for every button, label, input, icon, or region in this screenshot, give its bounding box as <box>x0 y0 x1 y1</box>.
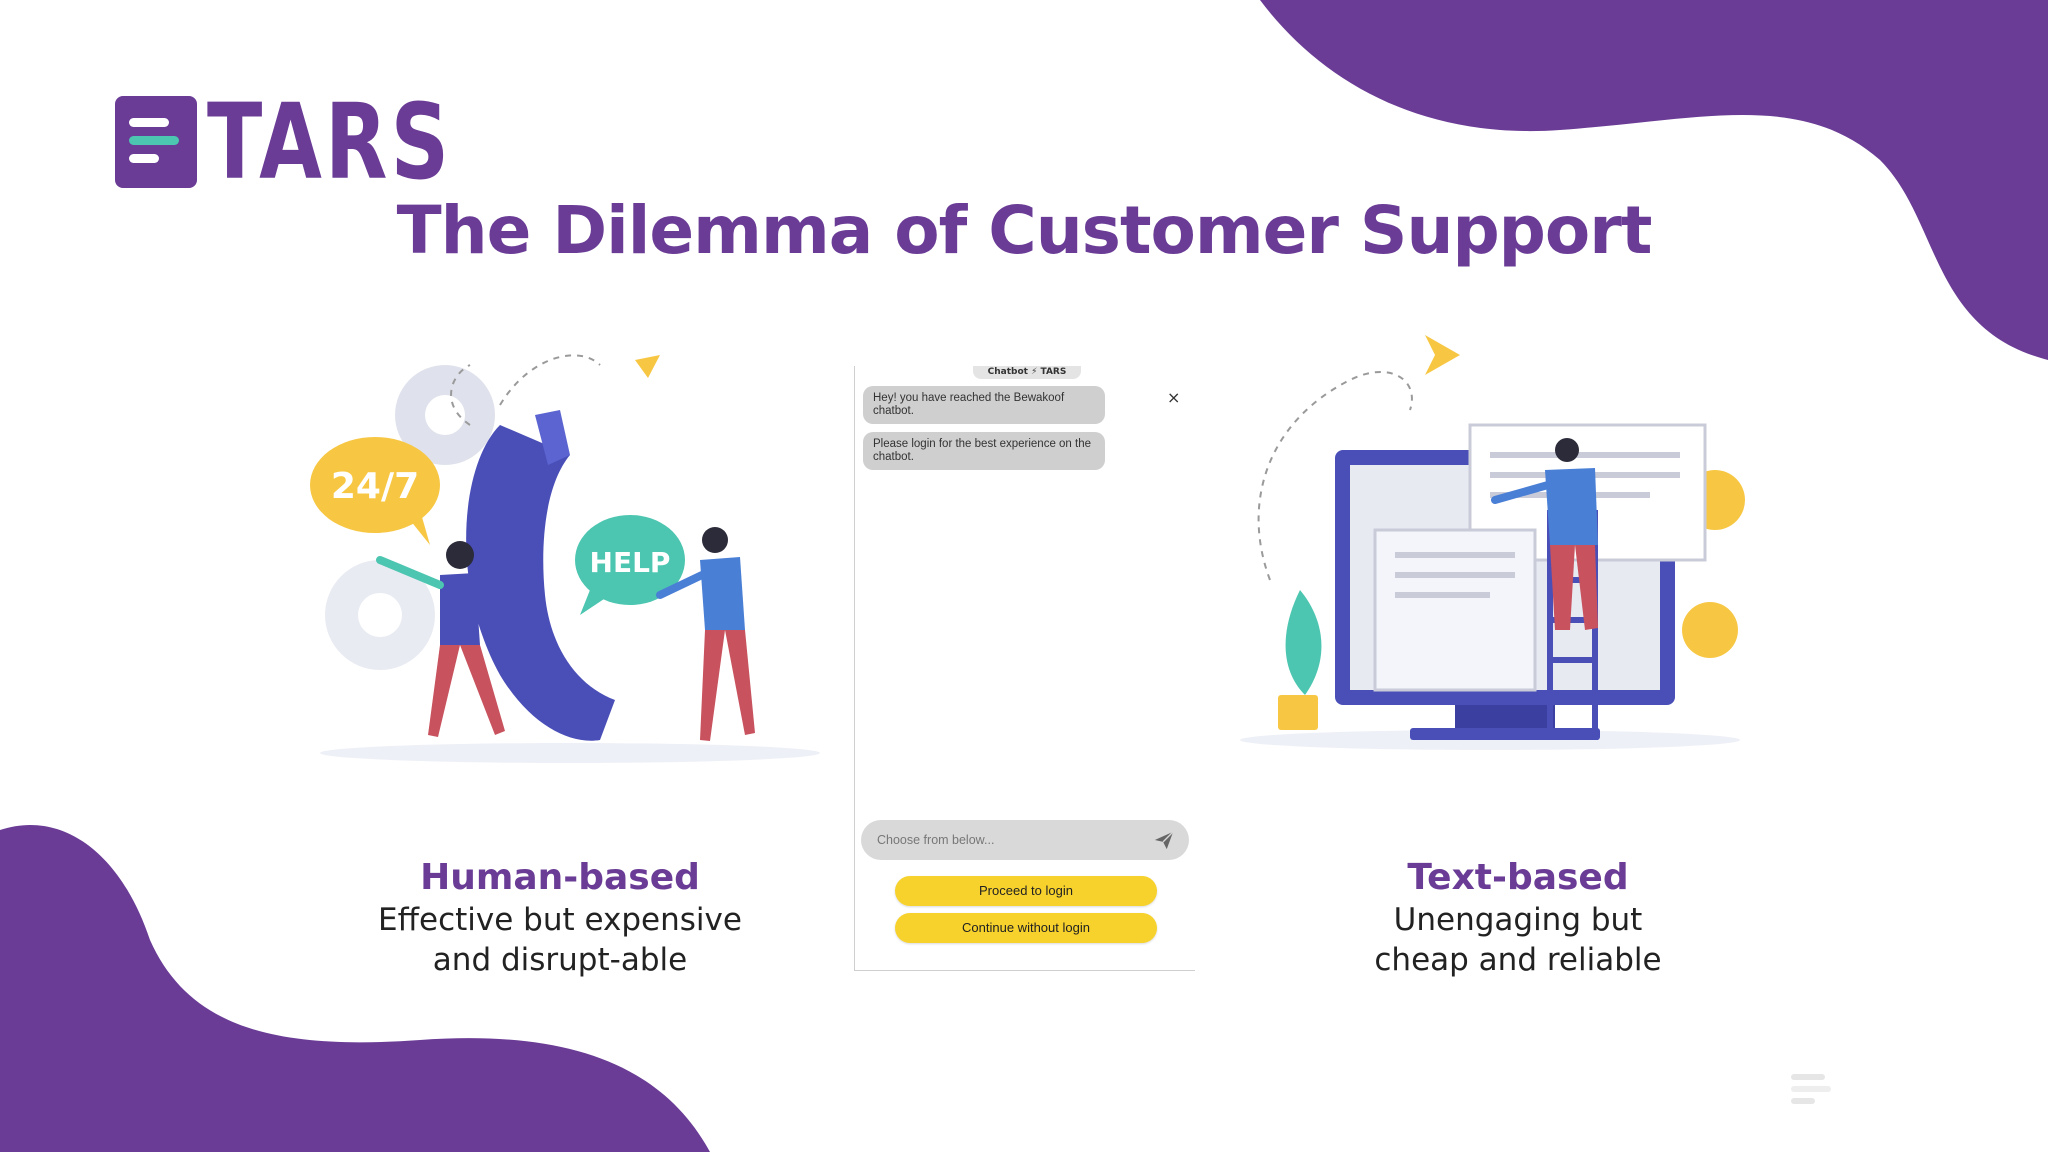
bot-message: Please login for the best experience on … <box>863 432 1105 470</box>
chatbot-header: Chatbot ⚡ TARS <box>973 366 1081 379</box>
man-figure <box>656 527 755 741</box>
paper-plane-icon <box>1425 335 1460 375</box>
continue-without-login-button[interactable]: Continue without login <box>895 913 1157 943</box>
chat-input-placeholder: Choose from below... <box>877 833 995 847</box>
caption-line: Effective but expensive <box>378 902 742 938</box>
send-icon[interactable] <box>1153 829 1175 851</box>
page-title: The Dilemma of Customer Support <box>396 192 1653 269</box>
close-icon[interactable]: × <box>1167 388 1181 407</box>
paper-plane-icon <box>635 355 660 378</box>
bubble-help-text: HELP <box>590 546 671 579</box>
chat-input[interactable]: Choose from below... <box>861 820 1189 860</box>
caption-title: Text-based <box>1407 857 1629 898</box>
bot-message: Hey! you have reached the Bewakoof chatb… <box>863 386 1105 424</box>
caption-line: and disrupt-able <box>432 942 688 978</box>
man-figure <box>1491 438 1598 630</box>
gear-icon <box>395 365 495 465</box>
bubble-help: HELP <box>575 515 685 615</box>
gear-icon <box>325 560 435 670</box>
human-based-caption: Human-based Effective but expensive and … <box>310 856 810 980</box>
watermark-logo-icon <box>1791 1074 1831 1104</box>
logo-text: TARS <box>207 81 453 203</box>
chatbot-widget: Chatbot ⚡ TARS Hey! you have reached the… <box>854 366 1195 971</box>
text-support-illustration <box>1240 335 1745 750</box>
human-support-illustration: 24/7 HELP <box>310 354 820 763</box>
proceed-to-login-button[interactable]: Proceed to login <box>895 876 1157 906</box>
woman-figure <box>376 541 505 737</box>
logo-mark-icon <box>115 96 197 188</box>
tars-logo: TARS <box>115 81 521 203</box>
text-based-caption: Text-based Unengaging but cheap and reli… <box>1268 856 1768 980</box>
caption-title: Human-based <box>420 857 700 898</box>
bubble-247: 24/7 <box>310 437 440 545</box>
caption-line: Unengaging but <box>1393 902 1643 938</box>
caption-line: cheap and reliable <box>1374 942 1662 978</box>
bubble-247-text: 24/7 <box>331 466 419 507</box>
